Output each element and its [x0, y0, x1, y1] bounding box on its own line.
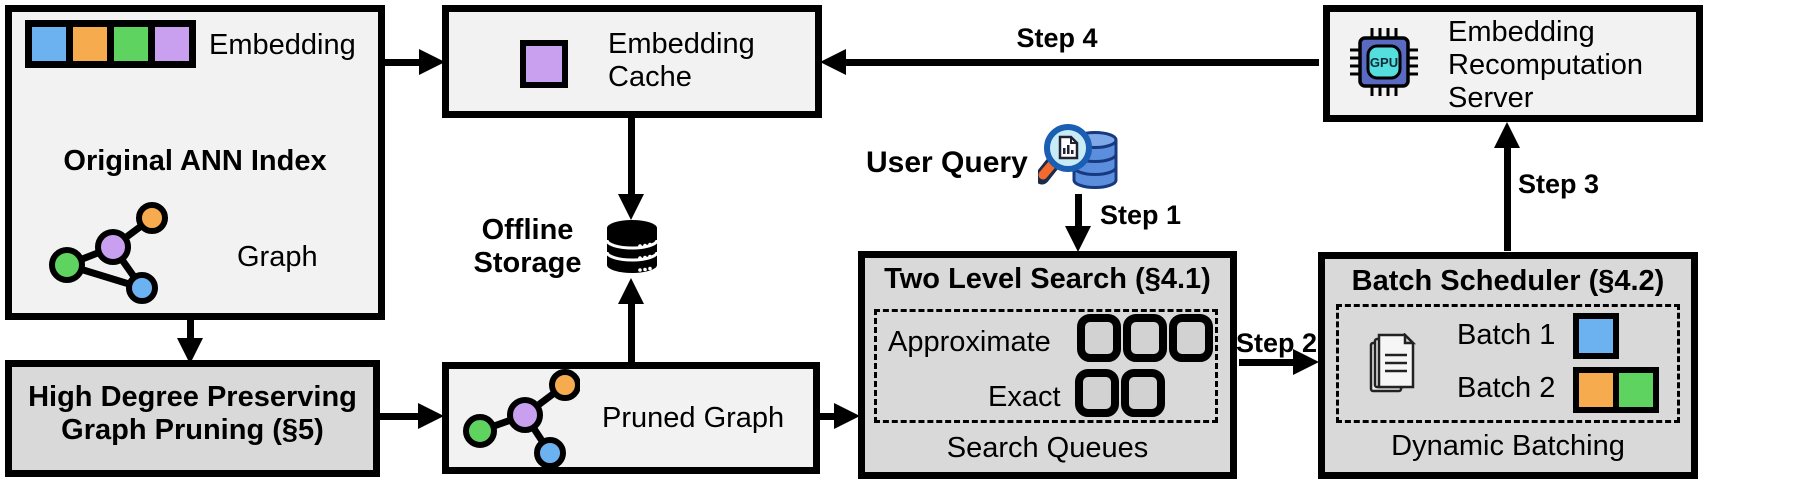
- embedding-cell-green: [114, 27, 148, 61]
- arrow-step2: [1239, 359, 1297, 366]
- pruned-node-purple: [507, 397, 543, 433]
- server-line1: Embedding: [1448, 16, 1595, 48]
- server-line3: Server: [1448, 82, 1534, 115]
- arrow-ann-to-cache: [383, 59, 423, 66]
- user-query-label: User Query: [866, 146, 1028, 179]
- pruned-node-green: [463, 414, 497, 448]
- high-degree-pruning-line1: High Degree Preserving: [28, 381, 357, 413]
- pruned-node-orange: [549, 369, 580, 401]
- arrow-step4-head: [820, 49, 846, 75]
- graph-node-purple: [95, 229, 131, 265]
- offline-storage-line1: Offline: [481, 214, 574, 246]
- dynamic-batching-dashed-region: [1336, 304, 1680, 423]
- embedding-cell-blue: [32, 27, 66, 61]
- queue-slot: [1123, 314, 1167, 362]
- documents-icon: [1369, 333, 1417, 393]
- two-level-search-box: [858, 251, 1237, 479]
- dynamic-batching-caption: Dynamic Batching: [1391, 430, 1625, 462]
- embedding-vector-icon: [25, 20, 196, 68]
- exact-label: Exact: [988, 381, 1061, 413]
- graph-icon: [49, 202, 168, 304]
- arrow-pruned-graph-to-search: [820, 413, 838, 420]
- arrow-pruned-graph-to-storage: [628, 300, 635, 362]
- arrow-cache-to-storage-head: [618, 194, 644, 220]
- arrow-step4: [844, 59, 1319, 66]
- offline-storage-label: Offline Storage: [460, 214, 595, 280]
- arrow-step3: [1504, 144, 1511, 251]
- search-queues-caption: Search Queues: [946, 432, 1149, 464]
- step3-label: Step 3: [1518, 169, 1600, 199]
- pruned-graph-icon: [463, 369, 580, 468]
- arrow-step3-head: [1494, 122, 1520, 148]
- embedding-cache-line1: Embedding: [608, 28, 755, 60]
- arrow-ann-to-pruning-head: [177, 338, 203, 364]
- embedding-cache-label: Embedding Cache: [608, 28, 755, 94]
- batch2-label: Batch 2: [1457, 372, 1556, 404]
- cached-embedding-icon: [520, 40, 568, 88]
- server-line2: Recomputation: [1448, 49, 1644, 82]
- arrow-step2-head: [1293, 349, 1319, 375]
- offline-storage-line2: Storage: [473, 247, 582, 280]
- recomputation-server-label: Embedding Recomputation Server: [1448, 16, 1643, 115]
- graph-node-blue: [126, 272, 158, 304]
- graph-node-orange: [136, 202, 168, 234]
- original-ann-title: Original ANN Index: [63, 145, 327, 177]
- arrow-pruning-to-pruned-graph: [378, 413, 420, 420]
- approximate-queue-icon: [1077, 314, 1213, 362]
- batch1-swatch-blue: [1573, 313, 1619, 359]
- pruned-graph-box: [442, 362, 820, 474]
- database-icon: [605, 220, 659, 273]
- high-degree-pruning-line2: Graph Pruning (§5): [61, 414, 324, 447]
- query-magnifier-database-icon: [1038, 124, 1118, 189]
- embedding-cell-orange: [73, 27, 107, 61]
- embedding-label: Embedding: [209, 29, 356, 61]
- step4-label: Step 4: [1016, 23, 1098, 53]
- exact-queue-icon: [1075, 369, 1165, 417]
- embedding-cell-purple: [155, 27, 189, 61]
- arrow-step1-head: [1065, 226, 1091, 252]
- high-degree-pruning-title: High Degree Preserving Graph Pruning (§5…: [5, 381, 380, 447]
- batch1-label: Batch 1: [1457, 319, 1556, 351]
- queue-slot: [1121, 369, 1165, 417]
- step1-label: Step 1: [1100, 200, 1182, 230]
- arrow-ann-to-pruning: [187, 318, 194, 342]
- high-degree-pruning-box: [5, 360, 380, 477]
- arrow-pruning-to-pruned-graph-head: [418, 403, 444, 429]
- gpu-icon: GPU: [1350, 28, 1418, 96]
- graph-node-green: [49, 247, 85, 283]
- graph-label: Graph: [237, 241, 318, 273]
- arrow-pruned-graph-to-search-head: [834, 403, 860, 429]
- queue-slot: [1077, 314, 1121, 362]
- two-level-search-title: Two Level Search (§4.1): [884, 263, 1211, 295]
- queue-slot: [1075, 369, 1119, 417]
- search-queues-dashed-region: [874, 309, 1218, 423]
- arrow-ann-to-cache-head: [419, 49, 445, 75]
- approximate-label: Approximate: [888, 326, 1051, 358]
- embedding-cache-line2: Cache: [608, 61, 692, 94]
- embedding-cache-box: [442, 5, 822, 118]
- batch2-swatch-green: [1613, 367, 1659, 413]
- arrow-step1: [1075, 194, 1082, 228]
- pruned-graph-label: Pruned Graph: [602, 402, 785, 434]
- gpu-icon-label: GPU: [1370, 55, 1398, 70]
- pruned-node-blue: [534, 437, 566, 468]
- arrow-cache-to-storage: [628, 118, 635, 196]
- queue-slot: [1169, 314, 1213, 362]
- arrow-pruned-graph-to-storage-head: [618, 278, 644, 304]
- batch-scheduler-title: Batch Scheduler (§4.2): [1351, 265, 1665, 297]
